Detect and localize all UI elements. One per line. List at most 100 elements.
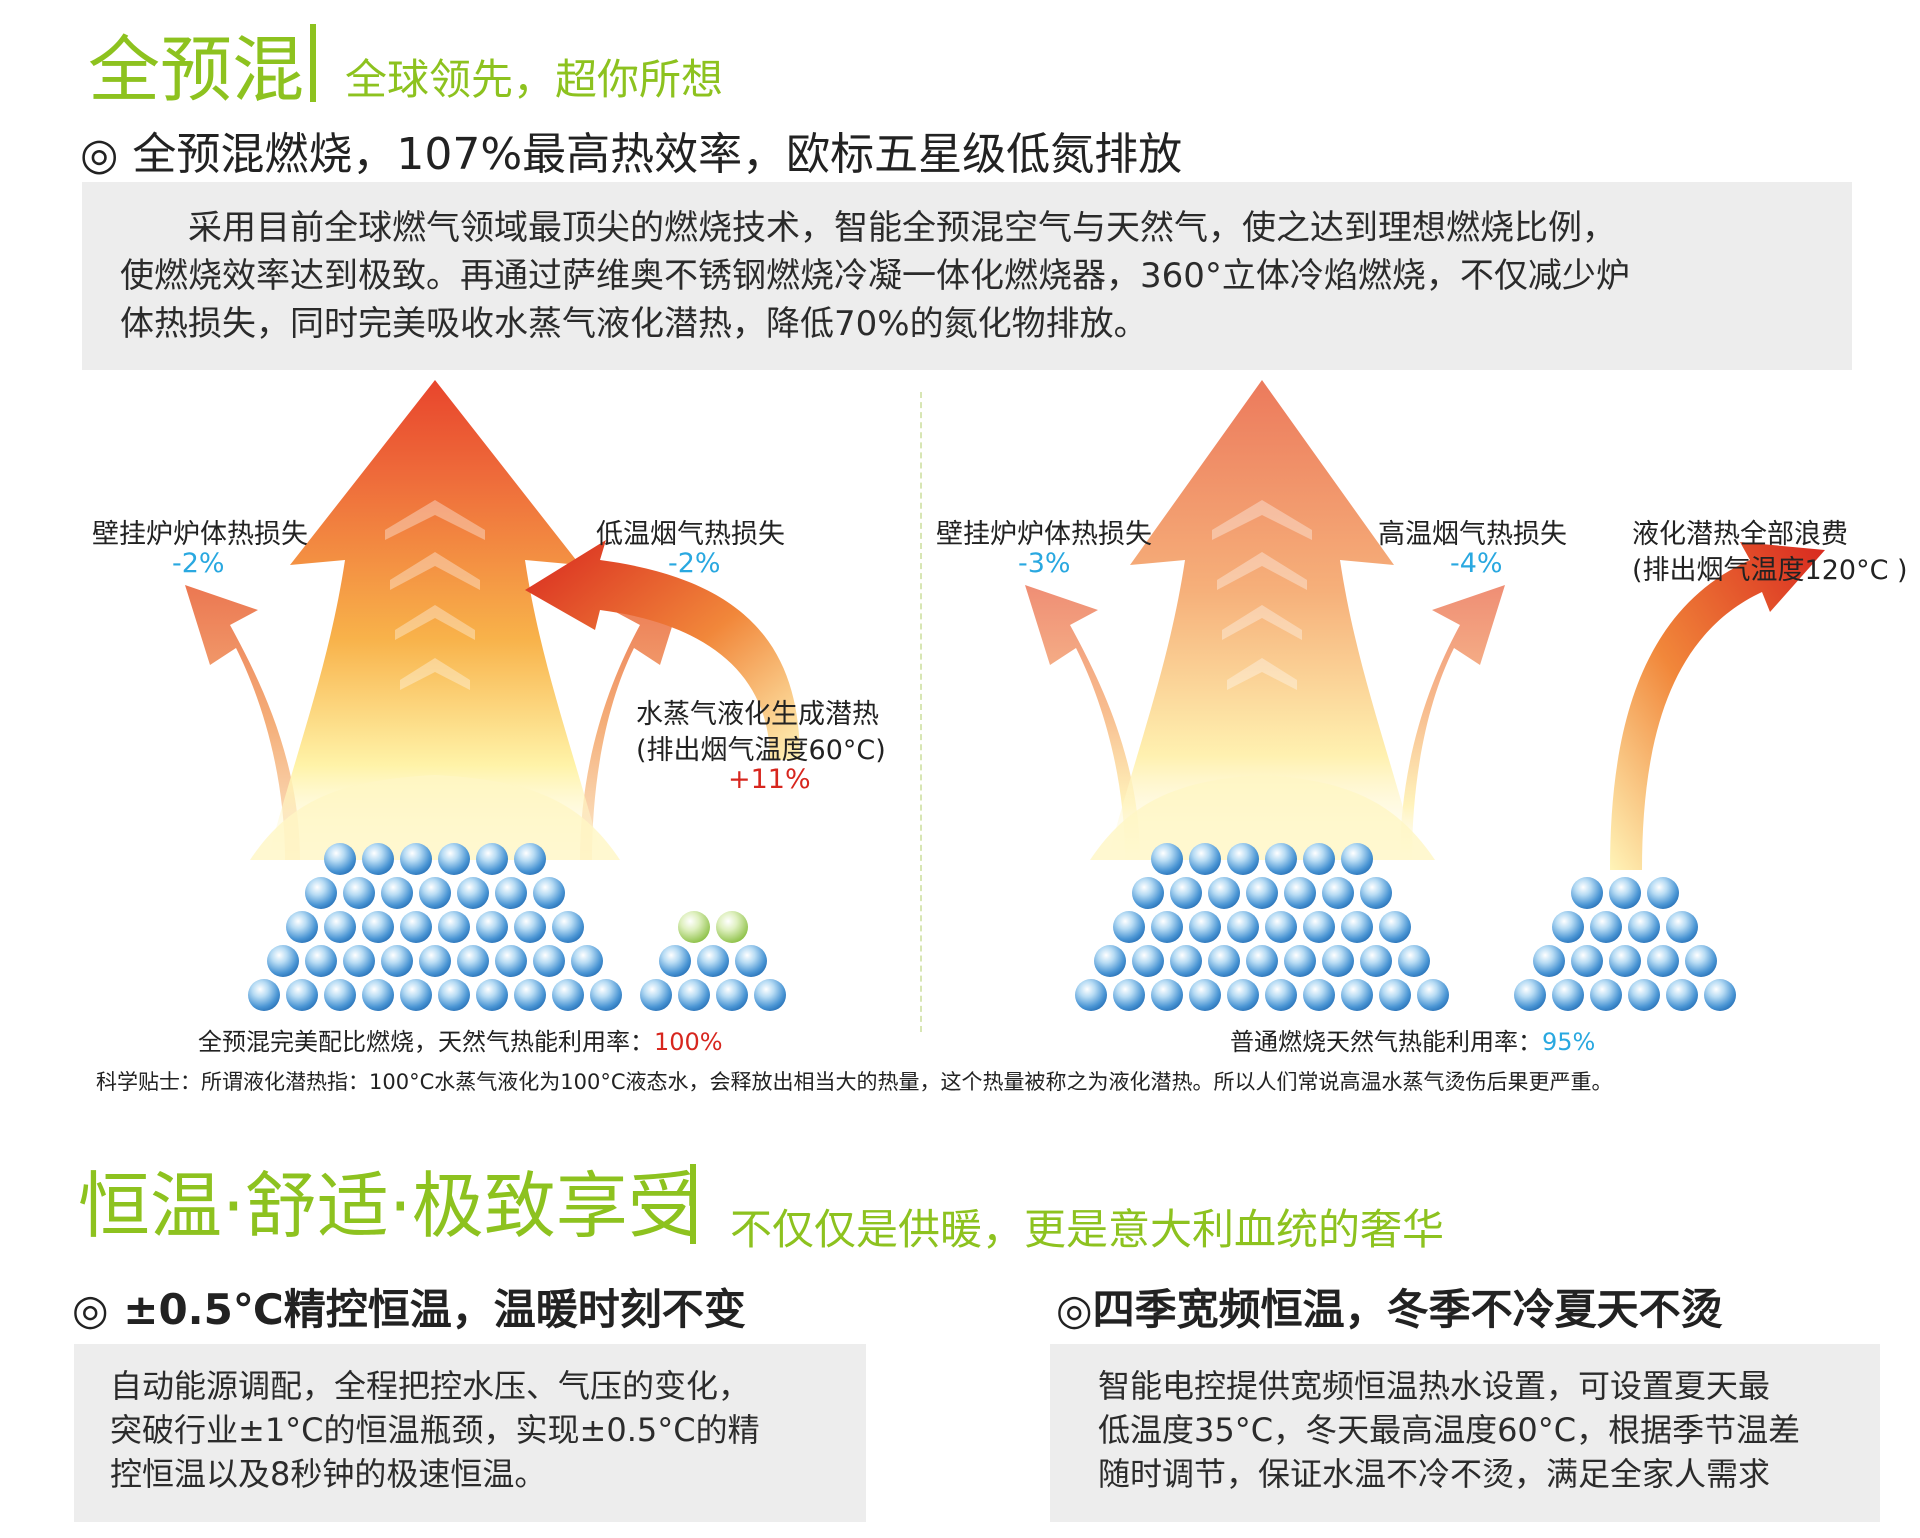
section2-right-line-1: 智能电控提供宽频恒温热水设置，可设置夏天最	[1098, 1367, 1771, 1405]
ball	[1360, 877, 1392, 909]
ball	[716, 911, 748, 943]
right-main-arrow	[1110, 380, 1415, 850]
left-main-arrow	[270, 380, 600, 850]
right-flame-base	[1090, 775, 1435, 860]
ball	[1379, 979, 1411, 1011]
right-water-balls	[1514, 877, 1736, 1011]
ball	[1227, 979, 1259, 1011]
left-loss2-label: 低温烟气热损失	[596, 519, 785, 550]
section2-right-box	[1050, 1344, 1880, 1522]
right-side-arrow-left	[1025, 585, 1140, 860]
section1-paragraph-line-2: 使燃烧效率达到极致。再通过萨维奥不锈钢燃烧冷凝一体化燃烧器，360°立体冷焰燃烧…	[120, 256, 1630, 296]
ball	[1360, 945, 1392, 977]
section1-title: 全预混	[88, 28, 305, 112]
ball	[305, 945, 337, 977]
section1-text-box	[82, 182, 1852, 370]
right-flame-group	[1025, 380, 1825, 870]
ball	[514, 979, 546, 1011]
ball	[640, 979, 672, 1011]
section2-right-heading: ◎四季宽频恒温，冬季不冷夏天不烫	[1056, 1285, 1723, 1334]
ball	[1132, 945, 1164, 977]
diagram-divider	[920, 392, 922, 1032]
ball	[552, 911, 584, 943]
right-loss2-value: -4%	[1450, 548, 1503, 579]
ball	[1303, 843, 1335, 875]
ball	[1647, 877, 1679, 909]
ball	[697, 945, 729, 977]
ball	[1151, 843, 1183, 875]
ball	[1666, 911, 1698, 943]
right-caption: 普通燃烧天然气热能利用率：95%	[1230, 1022, 1595, 1057]
ball	[571, 945, 603, 977]
ball	[590, 979, 622, 1011]
left-flame-group	[185, 380, 800, 860]
section2-title: 恒温·舒适·极致享受	[78, 1164, 700, 1248]
ball	[533, 945, 565, 977]
section2-right-paragraph: 智能电控提供宽频恒温热水设置，可设置夏天最 低温度35°C，冬天最高温度60°C…	[1098, 1364, 1868, 1496]
left-gain-label-2: (排出烟气温度60°C)	[636, 735, 886, 766]
ball	[1113, 979, 1145, 1011]
ball	[1552, 911, 1584, 943]
ball	[1189, 911, 1221, 943]
ball	[267, 945, 299, 977]
ball	[400, 979, 432, 1011]
section2-right-line-2: 低温度35°C，冬天最高温度60°C，根据季节温差	[1098, 1411, 1801, 1449]
right-waste-label-2: (排出烟气温度120°C )	[1632, 555, 1908, 586]
ball	[1113, 911, 1145, 943]
ball	[1398, 945, 1430, 977]
section1-paragraph-line-1: 采用目前全球燃气领域最顶尖的燃烧技术，智能全预混空气与天然气，使之达到理想燃烧比…	[188, 208, 1616, 248]
ball	[419, 945, 451, 977]
ball	[362, 911, 394, 943]
ball	[1303, 979, 1335, 1011]
ball	[1151, 911, 1183, 943]
left-caption: 全预混完美配比燃烧，天然气热能利用率：100%	[198, 1022, 723, 1057]
section2-left-line-3: 控恒温以及8秒钟的极速恒温。	[110, 1455, 547, 1493]
ball	[514, 843, 546, 875]
left-gain-value: +11%	[728, 764, 811, 795]
ball	[1151, 979, 1183, 1011]
ball	[1265, 979, 1297, 1011]
ball	[1227, 911, 1259, 943]
ball	[1284, 945, 1316, 977]
right-chevrons	[1212, 500, 1312, 690]
ball	[1341, 843, 1373, 875]
ball	[1341, 979, 1373, 1011]
ball	[400, 843, 432, 875]
section2-right-line-3: 随时调节，保证水温不冷不烫，满足全家人需求	[1098, 1455, 1771, 1493]
left-side-arrow-left	[185, 585, 300, 860]
ball	[1246, 945, 1278, 977]
ball	[1208, 877, 1240, 909]
left-flame-base	[250, 775, 620, 860]
left-caption-value: 100%	[654, 1028, 723, 1056]
section1-title-divider	[310, 24, 316, 102]
science-note: 科学贴士：所谓液化潜热指：100°C水蒸气液化为100°C液态水，会释放出相当大…	[96, 1070, 1613, 1094]
ball	[1685, 945, 1717, 977]
ball	[286, 911, 318, 943]
ball	[552, 979, 584, 1011]
right-loss1-value: -3%	[1018, 548, 1071, 579]
right-caption-text: 普通燃烧天然气热能利用率：	[1230, 1028, 1542, 1056]
ball	[457, 877, 489, 909]
section2-left-line-2: 突破行业±1°C的恒温瓶颈，实现±0.5°C的精	[110, 1411, 760, 1449]
ball	[1265, 911, 1297, 943]
left-loss2-value: -2%	[668, 548, 721, 579]
ball	[1265, 843, 1297, 875]
ball	[735, 945, 767, 977]
ball	[1379, 911, 1411, 943]
section1-paragraph-line-3: 体热损失，同时完美吸收水蒸气液化潜热，降低70%的氮化物排放。	[120, 304, 1148, 344]
ball	[1132, 877, 1164, 909]
section2-left-box	[74, 1344, 866, 1522]
ball	[419, 877, 451, 909]
ball	[1590, 911, 1622, 943]
ball	[754, 979, 786, 1011]
ball	[1227, 843, 1259, 875]
ball	[1341, 911, 1373, 943]
ball	[1322, 877, 1354, 909]
ball	[716, 979, 748, 1011]
ball	[1170, 877, 1202, 909]
ball	[476, 911, 508, 943]
section2-left-line-1: 自动能源调配，全程把控水压、气压的变化，	[110, 1367, 751, 1405]
ball	[1246, 877, 1278, 909]
left-gas-balls-main	[248, 843, 622, 1011]
ball	[495, 877, 527, 909]
